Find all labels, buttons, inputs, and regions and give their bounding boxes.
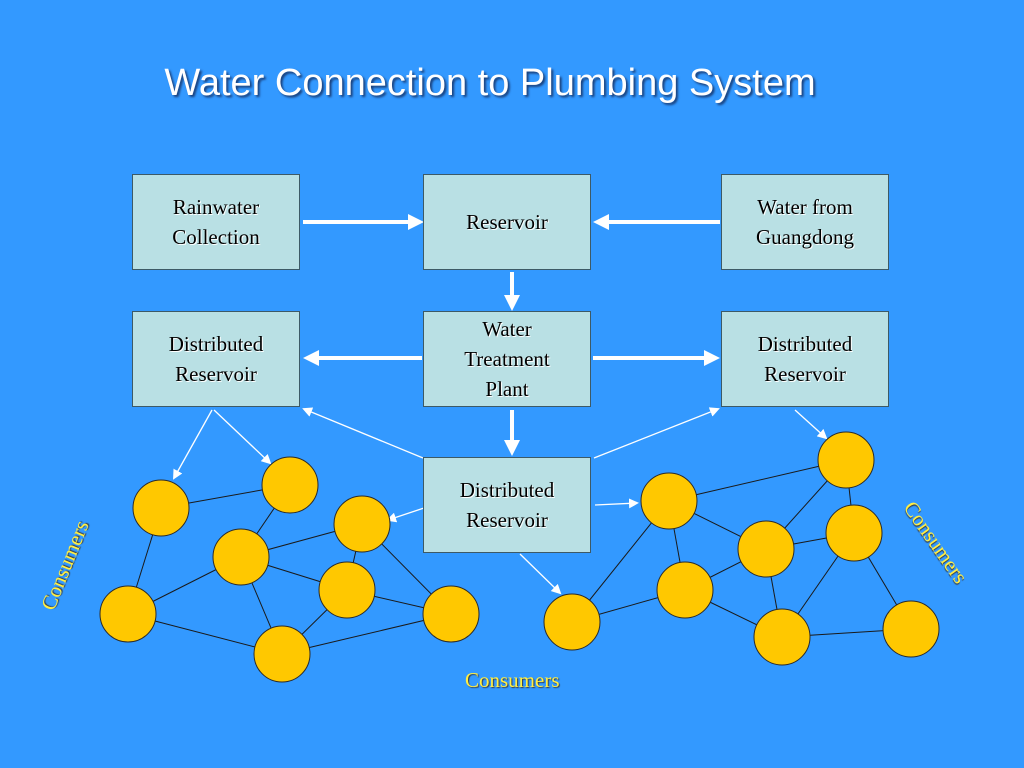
consumer-nodes	[99, 431, 940, 683]
consumer-node	[753, 608, 811, 666]
distributed-reservoir-right-box: Distributed Reservoir	[721, 311, 889, 407]
box-label: Water from Guangdong	[756, 195, 854, 249]
arrow-dist-bottom-to-dist-right	[593, 407, 720, 459]
consumer-node	[333, 495, 391, 553]
consumer-node	[737, 520, 795, 578]
main-flow-arrows	[303, 214, 720, 456]
box-label: Distributed Reservoir	[757, 332, 853, 386]
consumer-node	[882, 600, 940, 658]
consumers-label-bottom: Consumers	[465, 668, 560, 692]
arrow-dist-bottom-to-node-c	[386, 507, 425, 523]
distributed-reservoir-bottom-box: Distributed Reservoir	[423, 457, 591, 553]
box-label: Water Treatment Plant	[464, 317, 550, 401]
box-label: Rainwater Collection	[172, 195, 260, 249]
consumer-node	[640, 472, 698, 530]
consumer-node	[132, 479, 190, 537]
consumer-node	[825, 504, 883, 562]
network-edge	[668, 459, 847, 502]
box-label: Reservoir	[466, 210, 548, 234]
arrow-dist-bottom-to-node-i	[594, 498, 639, 509]
arrow-dist-left-to-node-a	[173, 409, 213, 480]
rainwater-collection-box: Rainwater Collection	[132, 174, 300, 270]
consumer-node	[422, 585, 480, 643]
consumer-node	[543, 593, 601, 651]
water-from-guangdong-box: Water from Guangdong	[721, 174, 889, 270]
consumer-node	[212, 528, 270, 586]
box-label: Distributed Reservoir	[168, 332, 264, 386]
network-edge	[281, 613, 452, 655]
consumer-node	[261, 456, 319, 514]
water-treatment-plant-box: Water Treatment Plant	[423, 311, 591, 407]
consumer-node	[656, 561, 714, 619]
consumer-node	[253, 625, 311, 683]
consumer-node	[817, 431, 875, 489]
thin-arrows	[173, 407, 828, 595]
box-label: Distributed Reservoir	[459, 478, 555, 532]
reservoir-box: Reservoir	[423, 174, 591, 270]
consumer-node	[99, 585, 157, 643]
arrow-dist-right-to-node-l	[794, 409, 828, 440]
arrow-dist-left-to-node-b	[213, 409, 272, 465]
arrow-dist-bottom-to-dist-left	[302, 407, 424, 459]
consumer-node	[318, 561, 376, 619]
distributed-reservoir-left-box: Distributed Reservoir	[132, 311, 300, 407]
arrow-dist-bottom-to-node-h	[519, 553, 562, 595]
slide-title: Water Connection to Plumbing System	[164, 62, 816, 104]
